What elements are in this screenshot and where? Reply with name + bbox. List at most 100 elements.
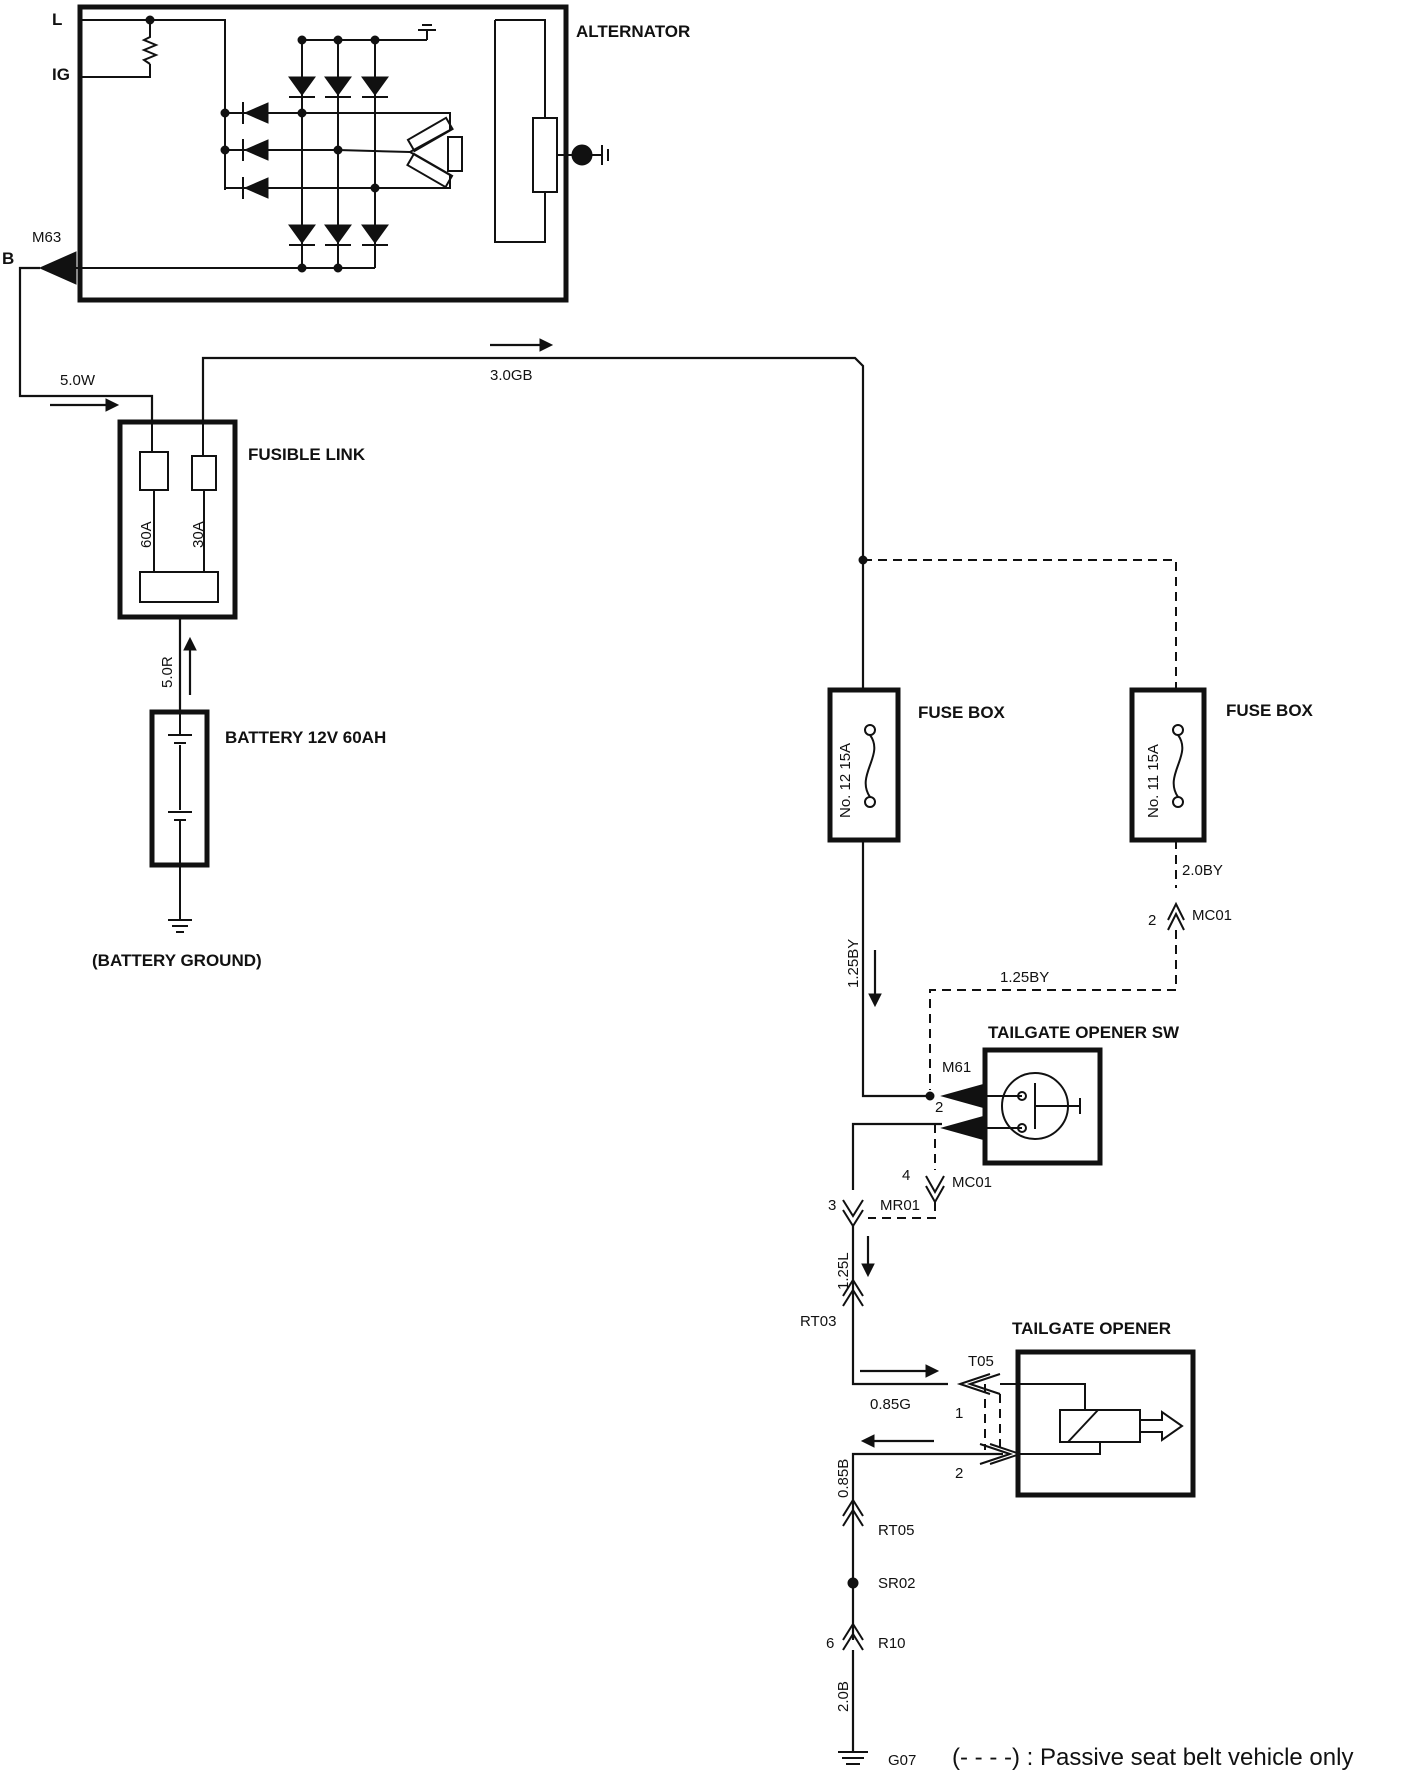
sr02-label: SR02: [878, 1575, 916, 1592]
sr02-splice-dot: [847, 1577, 859, 1589]
mr01-connector-icon: [842, 1199, 864, 1228]
battery-cells-icon: [168, 712, 192, 865]
stator-winding-icon: [406, 152, 454, 189]
switch-feed: 1.25BY 2.0BY 2 MC01 1.25BY: [845, 840, 1232, 1101]
fuse-element-icon: [1172, 734, 1184, 798]
dashed-feed-fuse-11: [863, 559, 1177, 690]
wire-0-85b-label: 0.85B: [835, 1459, 852, 1498]
battery-label: BATTERY 12V 60AH: [225, 728, 386, 747]
wire-0-85g: [851, 1306, 948, 1386]
wire-1-25by-main: [861, 840, 930, 1098]
flow-arrow-icon: [868, 993, 882, 1008]
m61-connector-icon: [940, 1083, 986, 1109]
t05-pin-1-label: 1: [955, 1405, 963, 1422]
fusible-link: FUSIBLE LINK 60A 30A: [117, 419, 366, 620]
m61-connector-icon: [940, 1115, 986, 1141]
wire-5-0w-label: 5.0W: [60, 372, 96, 389]
fuse-box-12-label: FUSE BOX: [918, 703, 1006, 722]
r10-pin-label: 6: [826, 1635, 834, 1652]
alternator-label: ALTERNATOR: [576, 22, 690, 41]
switch-ground-icon: [1065, 1098, 1081, 1114]
mr01-pin-label: 3: [828, 1197, 836, 1214]
terminal-ig-label: IG: [52, 65, 70, 84]
flow-arrow-icon: [539, 338, 554, 352]
terminal-l-label: L: [52, 10, 62, 29]
flow-arrow-icon: [183, 636, 197, 651]
fuse-30a-element: [191, 455, 217, 491]
g07-label: G07: [888, 1752, 916, 1769]
wire-1-25by-dashed-label: 1.25BY: [1000, 969, 1049, 986]
tailgate-opener-box: [1015, 1349, 1196, 1498]
b-terminal-connector-icon: [38, 251, 77, 285]
wire-1-25l-label: 1.25L: [835, 1252, 852, 1290]
switch-contact-icon: [985, 1083, 1065, 1129]
alternator-box: [77, 4, 569, 303]
mr01-label: MR01: [880, 1197, 920, 1214]
l-wire: [80, 19, 226, 190]
battery: 5.0R BATTERY 12V 60AH (BATTERY GROUND): [92, 617, 386, 970]
ground-icon: [838, 1751, 868, 1765]
connector-m61-label: M61: [942, 1059, 971, 1076]
exciter-diodes-icon: [243, 102, 269, 199]
junction-dot: [145, 15, 155, 25]
field-circuit: [494, 19, 546, 243]
solenoid-leads: [1000, 1383, 1101, 1455]
fuse-box-11-box: [1129, 687, 1207, 843]
positive-diodes-icon: [288, 76, 389, 96]
flow-arrow-icon: [860, 1434, 875, 1448]
fuse-30a-label: 30A: [190, 521, 207, 548]
wire-0-85g-label: 0.85G: [870, 1396, 911, 1413]
field-ground-icon: [592, 145, 609, 165]
tailgate-opener: TAILGATE OPENER T05 1 2: [955, 1319, 1196, 1498]
wire-2-0by-label: 2.0BY: [1182, 862, 1223, 879]
terminal-b-label: B: [2, 249, 14, 268]
alternator-ground-icon: [418, 24, 436, 40]
switch-output-wire: [851, 1122, 942, 1190]
fuse-60a-label: 60A: [138, 521, 155, 548]
splice-dot: [925, 1091, 935, 1101]
stator-winding-icon: [406, 116, 454, 153]
flow-arrow-icon: [861, 1263, 875, 1278]
fuse-element-icon: [864, 734, 876, 798]
flow-arrow-icon: [925, 1364, 940, 1378]
flow-arrow-icon: [105, 398, 120, 412]
field-coil-icon: [532, 117, 558, 193]
wire-1-25by-dashed: [929, 930, 1177, 1090]
wire-1-25by-label: 1.25BY: [845, 939, 862, 988]
stator-winding-icon: [447, 136, 463, 172]
ig-wire: [80, 64, 151, 78]
m61-pin-2-label: 2: [935, 1099, 943, 1116]
connector-icon: [925, 1175, 945, 1205]
connector-icon: [1167, 901, 1185, 931]
fuse-60a-element: [139, 451, 169, 491]
alternator: ALTERNATOR L IG B M63: [2, 4, 690, 303]
actuator-arrow-icon: [1140, 1410, 1184, 1442]
fusible-link-box: [117, 419, 238, 620]
connector-m63-label: M63: [32, 229, 61, 246]
wire-3-0gb: [201, 356, 865, 690]
mc01-upper-pin-label: 2: [1148, 912, 1156, 929]
rt05-connector-icon: [842, 1498, 864, 1527]
rt03-label: RT03: [800, 1313, 836, 1330]
fusible-link-bus: [139, 571, 219, 603]
legend-note: (- - - -) : Passive seat belt vehicle on…: [952, 1744, 1353, 1770]
tailgate-opener-switch: TAILGATE OPENER SW M61 2 4 MC01 MR01 3: [828, 1023, 1180, 1228]
t05-pin-1-connector-icon: [956, 1373, 1001, 1395]
fuse-12-rating-label: No. 12 15A: [837, 743, 854, 818]
fuse-box-12: FUSE BOX No. 12 15A: [827, 687, 1006, 843]
negative-diodes-icon: [288, 224, 389, 244]
rt03-connector-icon: [842, 1278, 864, 1307]
main-feed: 5.0W 3.0GB: [18, 266, 1177, 690]
mc01-lower-pin-label: 4: [902, 1167, 910, 1184]
mc01-upper-label: MC01: [1192, 907, 1232, 924]
r10-connector-icon: [842, 1622, 864, 1651]
tailgate-opener-label: TAILGATE OPENER: [1012, 1319, 1171, 1338]
resistor-icon: [141, 20, 159, 65]
r10-label: R10: [878, 1635, 906, 1652]
rt05-label: RT05: [878, 1522, 914, 1539]
fuse-box-11-label: FUSE BOX: [1226, 701, 1314, 720]
fusible-link-label: FUSIBLE LINK: [248, 445, 366, 464]
ground-path: RT05 SR02 6 R10 2.0B G07: [826, 1498, 916, 1769]
wire-5-0w: [18, 266, 154, 422]
